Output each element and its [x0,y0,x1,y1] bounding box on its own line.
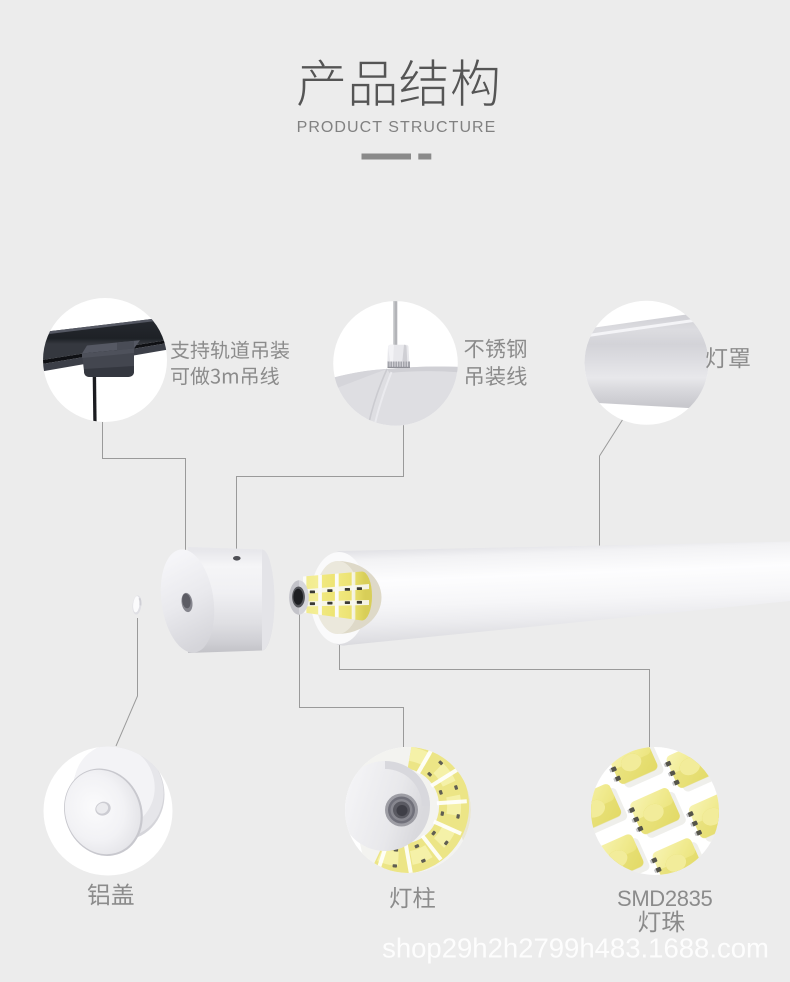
svg-text:shop29h2h2799h483.1688.com: shop29h2h2799h483.1688.com [382,933,769,964]
svg-text:PRODUCT STRUCTURE: PRODUCT STRUCTURE [297,119,497,136]
svg-text:SMD2835: SMD2835 [617,886,712,911]
